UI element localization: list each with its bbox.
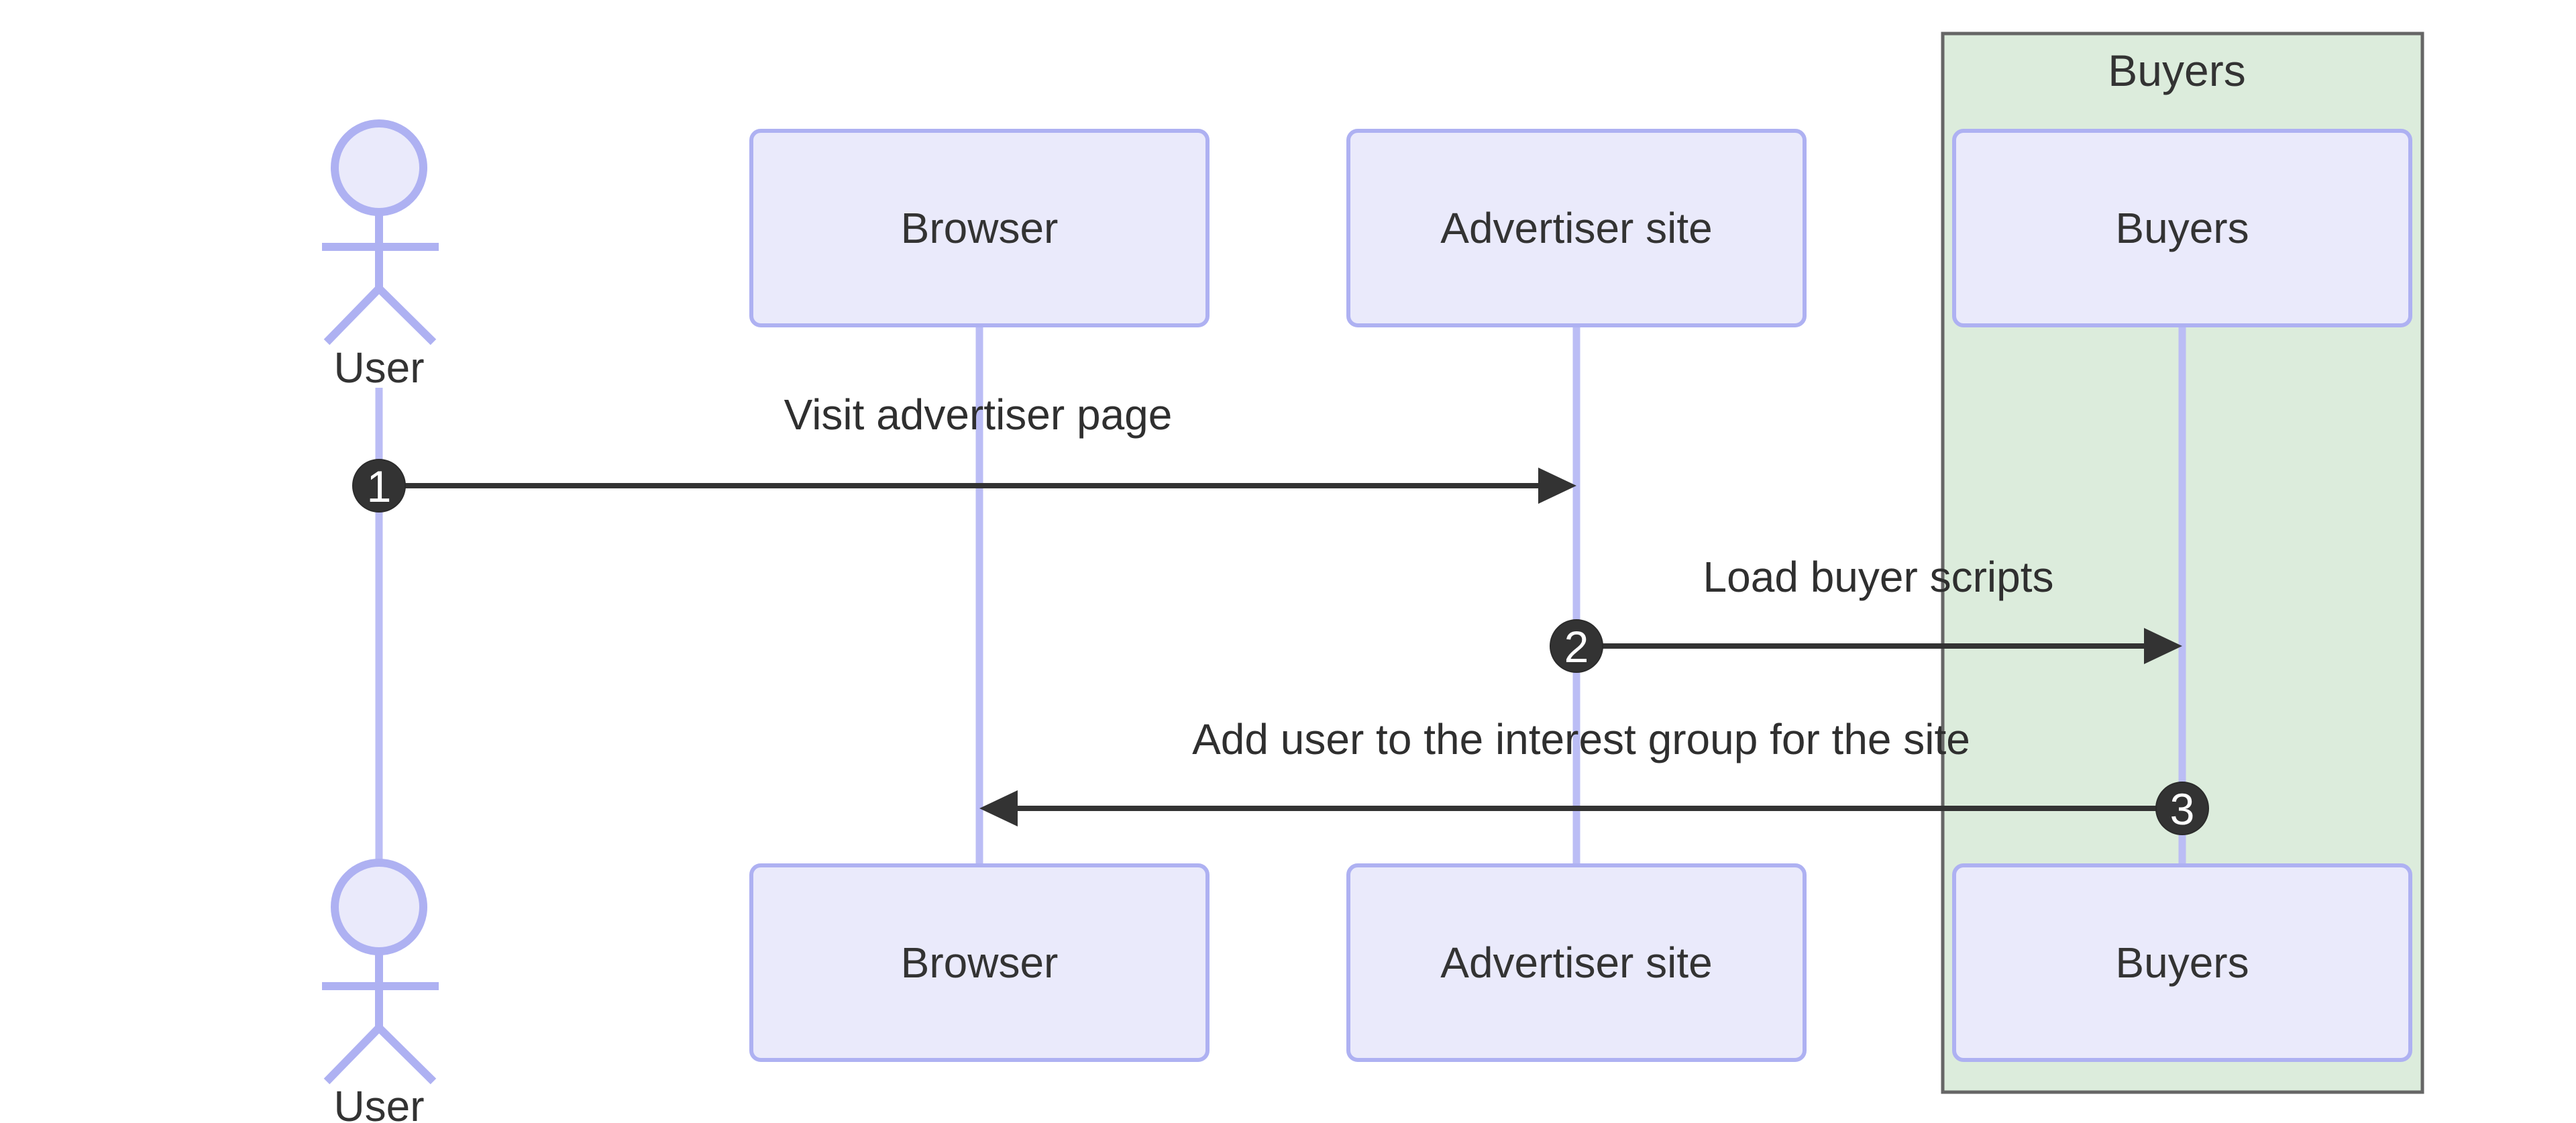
actor-left-leg xyxy=(323,285,382,345)
sequence-number-3: 3 xyxy=(2170,784,2195,834)
participant-box xyxy=(1346,129,1807,327)
participant-browser-top: Browser xyxy=(749,129,1210,327)
message-1-label: Visit advertiser page xyxy=(784,390,1173,439)
message-3-label: Add user to the interest group for the s… xyxy=(1192,715,1970,763)
sequence-number-badge-2 xyxy=(1550,619,1603,673)
participant-browser-label: Browser xyxy=(901,939,1059,987)
actor-user-label-top: User xyxy=(333,343,424,392)
arrowhead-right-icon xyxy=(1538,468,1576,504)
actor-head-icon xyxy=(331,859,427,955)
actor-right-leg xyxy=(376,285,437,345)
participant-advertiser-site-bottom: Advertiser site xyxy=(1346,863,1807,1062)
actor-user-label-bottom: User xyxy=(333,1082,424,1123)
participant-buyers-bottom: Buyers xyxy=(1952,863,2412,1062)
participant-browser-label: Browser xyxy=(901,204,1059,252)
message-1: Visit advertiser page 1 xyxy=(352,390,1576,513)
participant-buyers-label: Buyers xyxy=(2115,204,2249,252)
participant-box xyxy=(749,863,1210,1062)
participant-advertiser-site-label: Advertiser site xyxy=(1440,939,1712,987)
participant-box xyxy=(1346,863,1807,1062)
actor-user-top: User xyxy=(322,119,439,392)
participant-box xyxy=(749,129,1210,327)
message-2: Load buyer scripts 2 xyxy=(1550,553,2182,673)
participant-advertiser-site-label: Advertiser site xyxy=(1440,204,1712,252)
participant-box xyxy=(1952,863,2412,1062)
buyers-group-title: Buyers xyxy=(2108,46,2245,95)
participant-box xyxy=(1952,129,2412,327)
sequence-number-badge-3 xyxy=(2155,782,2209,835)
participant-browser-bottom: Browser xyxy=(749,863,1210,1062)
arrowhead-left-icon xyxy=(979,790,1018,826)
participant-advertiser-site-top: Advertiser site xyxy=(1346,129,1807,327)
arrowhead-right-icon xyxy=(2144,628,2182,664)
actor-left-leg xyxy=(323,1024,382,1085)
message-2-label: Load buyer scripts xyxy=(1703,553,2054,601)
message-3: Add user to the interest group for the s… xyxy=(979,715,2209,835)
actor-right-leg xyxy=(376,1024,437,1085)
actor-user-bottom: User xyxy=(322,859,439,1123)
sequence-number-1: 1 xyxy=(367,462,392,511)
sequence-number-badge-1 xyxy=(352,459,406,513)
actor-head-icon xyxy=(331,119,427,216)
participant-buyers-label: Buyers xyxy=(2115,939,2249,987)
sequence-number-2: 2 xyxy=(1564,622,1589,672)
participant-buyers-top: Buyers xyxy=(1952,129,2412,327)
